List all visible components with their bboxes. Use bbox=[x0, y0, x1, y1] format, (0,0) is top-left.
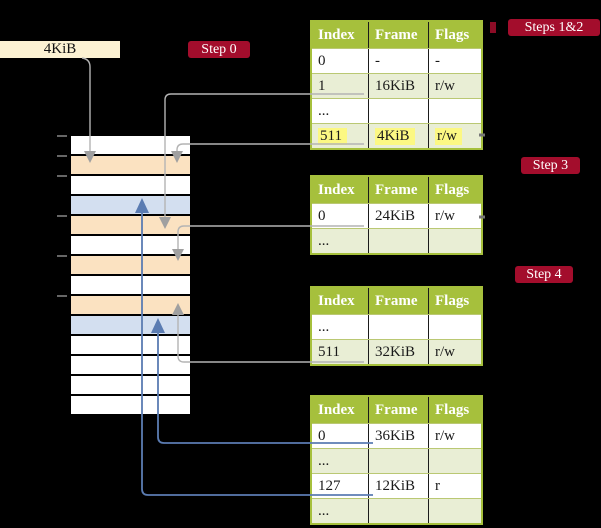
memory-row-white bbox=[71, 176, 190, 196]
table-cell: 4KiB bbox=[368, 124, 428, 148]
header-cell: Flags bbox=[428, 177, 481, 203]
table-cell bbox=[368, 315, 428, 339]
table-cell: r/w bbox=[428, 424, 481, 448]
table-cell bbox=[368, 229, 428, 253]
table-cell: 1 bbox=[318, 78, 326, 94]
highlighted-value: 511 bbox=[318, 128, 347, 145]
memory-stack bbox=[71, 134, 190, 416]
table-row: 0 -- bbox=[312, 48, 481, 73]
table-cell: ... bbox=[318, 233, 330, 249]
header-cell: Index bbox=[318, 27, 355, 43]
step-label-0: Step 0 bbox=[188, 41, 250, 58]
table-cell: ... bbox=[318, 453, 330, 469]
table-cell bbox=[428, 99, 481, 123]
table-cell bbox=[428, 229, 481, 253]
highlighted-value: 4KiB bbox=[375, 128, 415, 145]
label-fragment bbox=[490, 22, 496, 33]
cr3-address-box: 4KiB bbox=[0, 41, 120, 58]
memory-row-wheat bbox=[71, 256, 190, 276]
table-row: 511 4KiB r/w bbox=[312, 123, 481, 148]
memory-row-white bbox=[71, 396, 190, 416]
memory-row-wheat bbox=[71, 296, 190, 316]
table-row: ... bbox=[312, 448, 481, 473]
memory-row-white bbox=[71, 336, 190, 356]
table-cell: 127 bbox=[318, 478, 341, 494]
table-cell: 16KiB bbox=[368, 74, 428, 98]
memory-row-white bbox=[71, 236, 190, 256]
table-cell: 0 bbox=[318, 208, 326, 224]
header-cell: Flags bbox=[428, 288, 481, 314]
memory-row-blue bbox=[71, 196, 190, 216]
header-cell: Index bbox=[318, 402, 355, 418]
table-row: ... bbox=[312, 314, 481, 339]
step-label-4: Step 4 bbox=[515, 266, 573, 283]
table-cell: 32KiB bbox=[368, 340, 428, 364]
table-cell: r/w bbox=[428, 74, 481, 98]
table-cell: 0 bbox=[318, 428, 326, 444]
table-cell: r bbox=[428, 474, 481, 498]
memory-tick-marks bbox=[57, 135, 67, 297]
table-row: ... bbox=[312, 498, 481, 523]
step-label-3: Step 3 bbox=[521, 157, 580, 174]
header-cell: Frame bbox=[368, 397, 428, 423]
table-cell bbox=[368, 449, 428, 473]
memory-row-white bbox=[71, 276, 190, 296]
table-cell: r/w bbox=[428, 204, 481, 228]
header-cell: Flags bbox=[428, 22, 481, 48]
table-cell: ... bbox=[318, 319, 330, 335]
table-cell: 0 bbox=[318, 53, 326, 69]
table-cell bbox=[428, 499, 481, 523]
step-label-1-2: Steps 1&2 bbox=[508, 19, 600, 36]
header-cell: Flags bbox=[428, 397, 481, 423]
table-cell: r/w bbox=[428, 124, 481, 148]
table-cell: 36KiB bbox=[368, 424, 428, 448]
table-cell: 511 bbox=[318, 344, 340, 360]
table-cell: - bbox=[368, 49, 428, 73]
table-cell bbox=[368, 99, 428, 123]
table-cell bbox=[368, 499, 428, 523]
memory-row-white bbox=[71, 136, 190, 156]
table-row: ... bbox=[312, 228, 481, 253]
header-cell: Index bbox=[318, 182, 355, 198]
memory-row-white bbox=[71, 356, 190, 376]
memory-row-wheat bbox=[71, 216, 190, 236]
memory-row-white bbox=[71, 376, 190, 396]
table-cell: ... bbox=[318, 103, 330, 119]
memory-row-blue bbox=[71, 316, 190, 336]
header-cell: Index bbox=[318, 293, 355, 309]
header-cell: Frame bbox=[368, 177, 428, 203]
table-cell: ... bbox=[318, 503, 330, 519]
table-cell bbox=[428, 315, 481, 339]
header-cell: Frame bbox=[368, 22, 428, 48]
table-cell: 12KiB bbox=[368, 474, 428, 498]
table-cell: 24KiB bbox=[368, 204, 428, 228]
table-cell: - bbox=[428, 49, 481, 73]
highlighted-value: r/w bbox=[435, 128, 462, 145]
table-cell bbox=[428, 449, 481, 473]
table-row: ... bbox=[312, 98, 481, 123]
header-cell: Frame bbox=[368, 288, 428, 314]
table-cell: 511 bbox=[312, 124, 368, 148]
table-cell: r/w bbox=[428, 340, 481, 364]
memory-row-wheat bbox=[71, 156, 190, 176]
